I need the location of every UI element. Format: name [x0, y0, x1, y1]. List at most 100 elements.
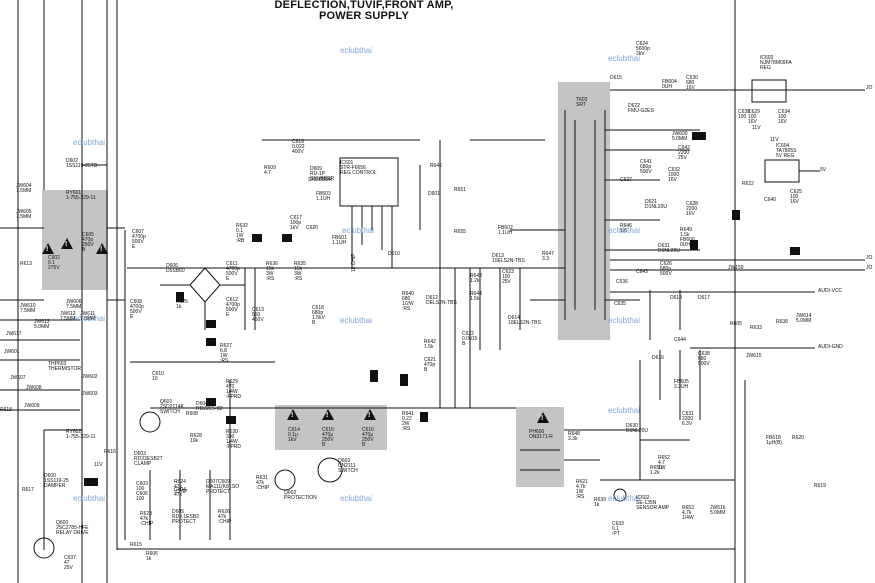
comp-box-8: [370, 370, 378, 382]
label-fb601: FB601 1.1UH: [332, 235, 347, 246]
label-d631: D631 D1NL20U: [658, 243, 680, 254]
wire-left-jw: [0, 319, 80, 411]
label-fb603: FB603 1.1UH: [316, 191, 331, 202]
label-q601: Q601 2SD2114K SWITCH: [160, 399, 184, 415]
label-fb602: FB602 1.1UH: [498, 225, 513, 236]
label-c636: C636: [616, 279, 628, 285]
comp-box-5: [226, 416, 236, 424]
label-r640: R640 680 1/2W :RS: [402, 291, 414, 312]
label-c609: C609: [218, 479, 230, 485]
label-d618: D618: [670, 295, 682, 301]
label-audi-vcc: AUDI-VCC: [818, 288, 843, 294]
warning-icon: !: [42, 243, 54, 254]
label-r608: R608: [186, 411, 198, 417]
watermark: eclubthai: [342, 226, 375, 235]
label-c612: C612 4700p 500V E: [226, 297, 240, 318]
label-r617: R617: [22, 487, 34, 493]
label-r625: R625 1k: [176, 299, 188, 310]
label-c610: C610 10: [152, 371, 164, 382]
label-snubber: SNUBBER: [308, 177, 333, 183]
label-r616: R616: [104, 449, 116, 455]
label-d612: D612 DELS2N-TBS: [426, 295, 457, 306]
label-r647: R647 3.3: [542, 251, 554, 262]
label-c618: C618 680p 1.5kV B: [312, 305, 325, 326]
label-c611: C611 4700p 500V E: [226, 261, 240, 282]
label-d605: D605 RD9.1ESB2 PROTECT: [172, 509, 199, 525]
label-r648: R648 3.3k: [568, 431, 580, 442]
label-jw608: JW608: [26, 385, 42, 391]
label-c620: C620: [306, 225, 318, 231]
label-c632: C632 1000 16V: [668, 167, 680, 183]
label-c642: C642 2200 25V: [678, 145, 690, 161]
label-r609: R609 4.7: [264, 165, 276, 176]
label-c644: C644: [674, 337, 686, 343]
label-r618: R618: [0, 407, 12, 413]
label-ry601: RY601 1-755-229-11: [66, 190, 96, 201]
label-c635: C635: [614, 301, 626, 307]
label-r628: R628 10k: [190, 433, 202, 444]
q602-symbol: [274, 469, 296, 491]
label-d615: D615: [610, 75, 622, 81]
label-t603: T603 SRT: [576, 97, 588, 108]
label-fb618: FB618 1μH(B): [766, 435, 782, 446]
label-c621: C621 470p B: [424, 357, 436, 373]
label-jw600: JW600 5.0MM: [672, 131, 688, 142]
label-r633: R633: [750, 325, 762, 331]
label-c637: C637 47 25V: [64, 555, 76, 571]
label-c615: C615 470μ 250V B: [322, 427, 334, 448]
label-d616: D616: [652, 355, 664, 361]
watermark: eclubthai: [340, 494, 373, 503]
q603-symbol: [317, 457, 343, 483]
label-jw609: JW609: [24, 403, 40, 409]
highlight-relay-block: [42, 190, 108, 290]
label-r623: R623 47k :CHIP: [140, 511, 154, 527]
label-r632: R632 0.1 1W :RB: [236, 223, 248, 244]
label-11v-a: 11V: [752, 125, 761, 131]
label-c628: C628 2200 16V: [686, 201, 698, 217]
label-jw610: JW610 7.5MM: [20, 303, 36, 314]
label-c639: C639 100: [738, 109, 750, 120]
title-line-1: DEFLECTION,TUVIF,FRONT AMP,: [274, 0, 454, 11]
comp-box-3: [206, 338, 216, 346]
label-c633: C633 0.1 :PT: [612, 521, 624, 537]
label-r626: R626 47k :CHIP: [218, 509, 232, 525]
label-c603: C603 100: [136, 481, 148, 492]
label-r638: R638: [776, 319, 788, 325]
label-ph600: PH600 ON3171-R: [529, 429, 553, 440]
watermark: eclubthai: [608, 54, 641, 63]
comp-box-4: [206, 398, 216, 406]
label-r619: R619: [814, 483, 826, 489]
comp-box-10: [420, 412, 428, 422]
label-7v: 7V: [792, 247, 799, 253]
label-jw607: JW607: [10, 375, 26, 381]
label-r627: R627 6.8 1W :RS: [220, 343, 232, 364]
warning-icon: !: [537, 412, 549, 423]
label-fb606: FB606 0UH: [680, 237, 695, 248]
label-r641: R641 0.22 2W :RS: [402, 411, 414, 432]
label-jw614: JW614 5.0MM: [796, 313, 812, 324]
label-c641: C641 680p 500V: [640, 159, 652, 175]
label-d600: D600 1SS119-25 DAMPER: [44, 473, 69, 489]
label-c617: C617 100p 1kV: [290, 215, 302, 231]
label-c606: C606 100: [136, 491, 148, 502]
label-r652: R652 4.7 1W: [658, 455, 670, 471]
label-11v-c: 11V: [86, 478, 95, 484]
watermark: eclubthai: [608, 316, 641, 325]
warning-icon: !: [61, 238, 73, 249]
wire-misc-3: [639, 290, 690, 441]
label-c608: C608 4700p 500V E: [130, 299, 144, 320]
label-c634: C634 100 16V: [778, 109, 790, 125]
comp-box-15: [690, 240, 698, 250]
comp-box-12: [692, 132, 706, 140]
label-d622: D622 FMU-G2ES: [628, 103, 654, 114]
label-d609: D609 RU-1P SNUBBER: [310, 166, 335, 182]
label-r646: R646 5.6: [620, 223, 632, 234]
label-c624: C624 5600p 2kV: [636, 41, 650, 57]
label-r645: R645: [430, 163, 442, 169]
label-c614: C614 0.1μ 1kV: [288, 427, 300, 443]
watermark: eclubthai: [73, 314, 106, 323]
ic601-body: [339, 157, 399, 207]
label-jw603: JW603: [82, 391, 98, 397]
label-ic602: IC602 SE-135N SENSOR AMP: [636, 495, 670, 511]
label-d630: D630 D1NL20U: [626, 423, 648, 434]
